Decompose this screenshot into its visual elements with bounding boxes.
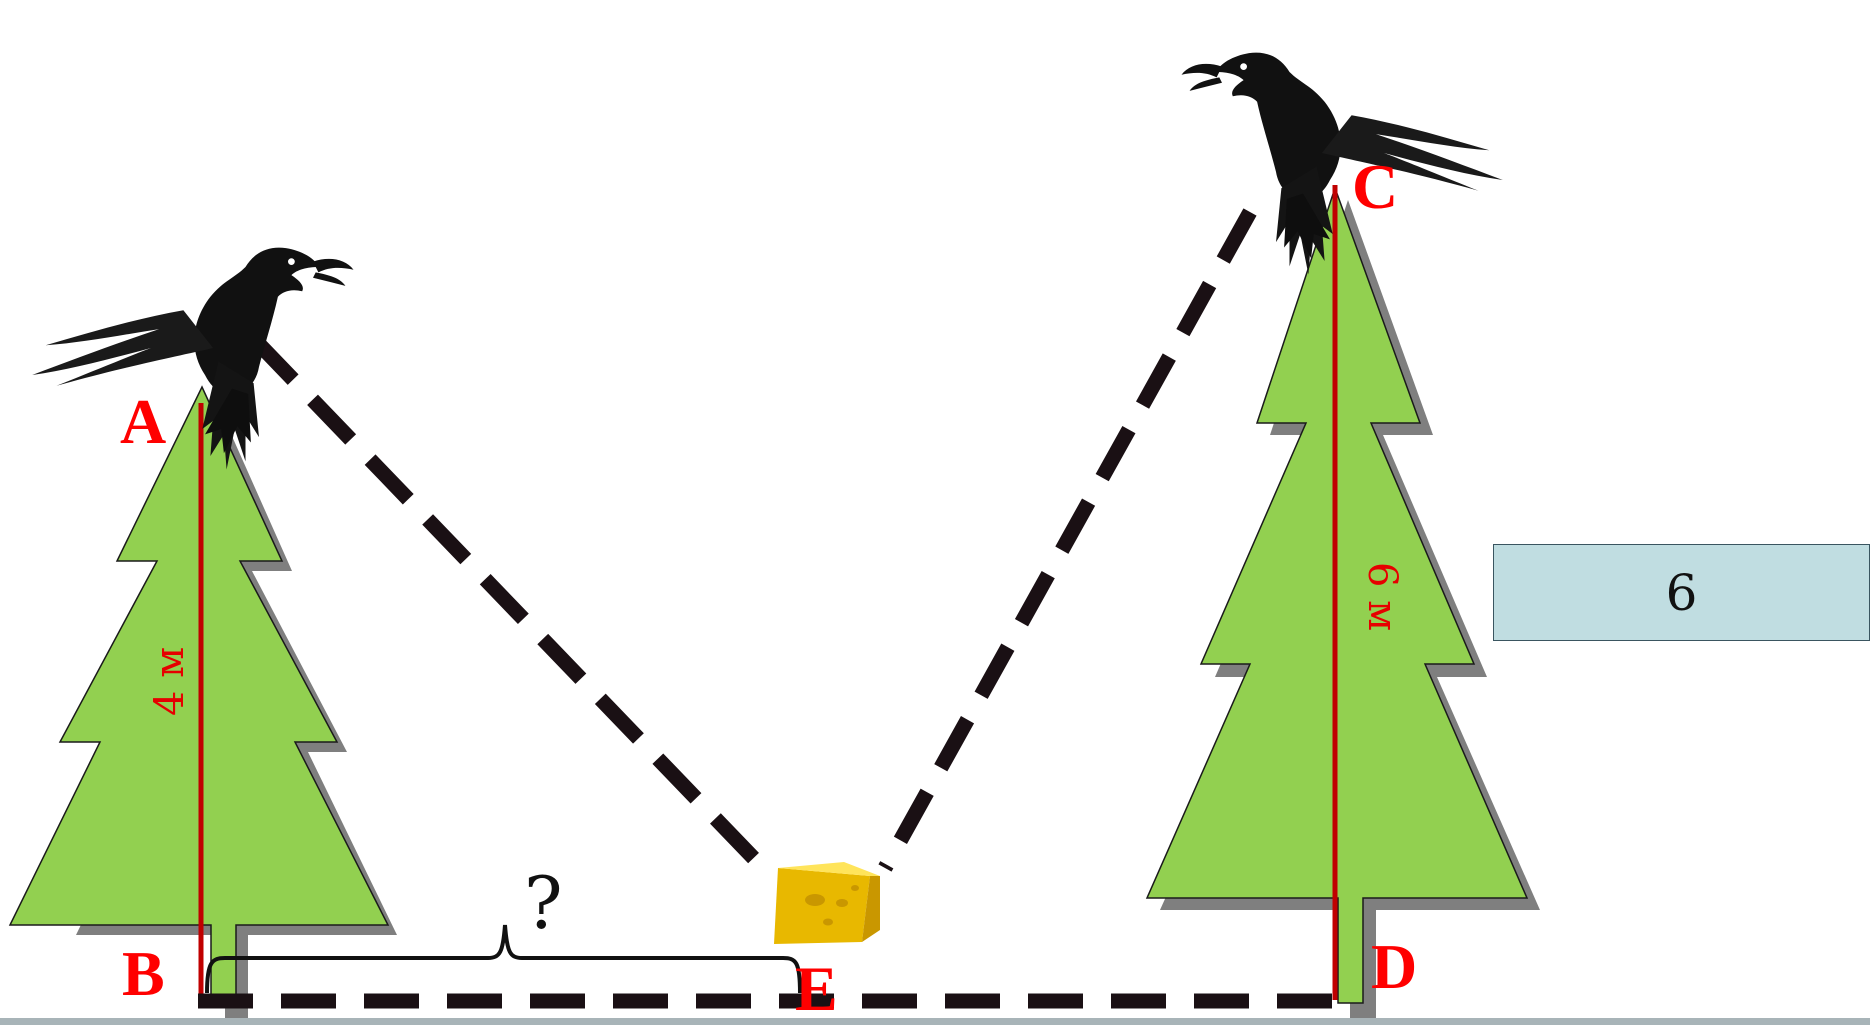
point-label-b: B: [122, 938, 165, 1009]
height-label-left: 4 м: [147, 647, 193, 716]
dash-line-c-to-e: [878, 208, 1257, 872]
point-label-d: D: [1371, 931, 1417, 1002]
point-label-c: C: [1352, 151, 1398, 222]
right-tree: [1145, 185, 1540, 1018]
dash-line-a-to-e: [249, 334, 771, 876]
left-tree: [8, 385, 397, 1018]
height-label-right: 6 м: [1359, 562, 1405, 631]
unknown-distance-label: ?: [524, 861, 563, 945]
brace-be: [205, 924, 802, 994]
answer-value: 6: [1665, 563, 1698, 622]
cheese-icon: [774, 862, 880, 944]
bottom-rule: [0, 1018, 1870, 1025]
point-label-e: E: [795, 953, 838, 1024]
point-label-a: A: [120, 386, 166, 457]
answer-box[interactable]: 6: [1493, 544, 1870, 641]
